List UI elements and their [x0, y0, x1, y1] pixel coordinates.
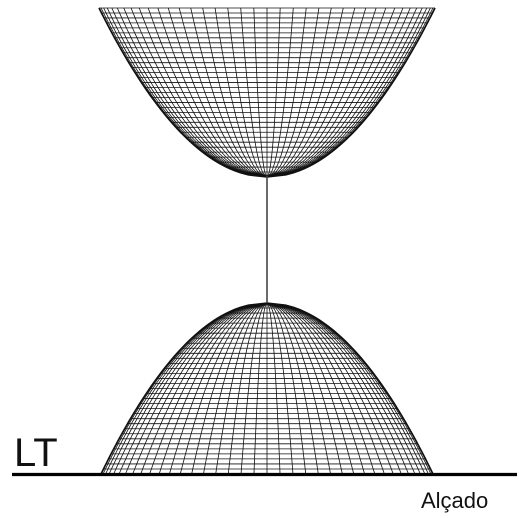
upper-nappe-mesh [99, 8, 435, 177]
ground-line-label: LT [14, 431, 58, 475]
lower-nappe-mesh [101, 303, 433, 474]
view-label: Alçado [421, 488, 488, 513]
